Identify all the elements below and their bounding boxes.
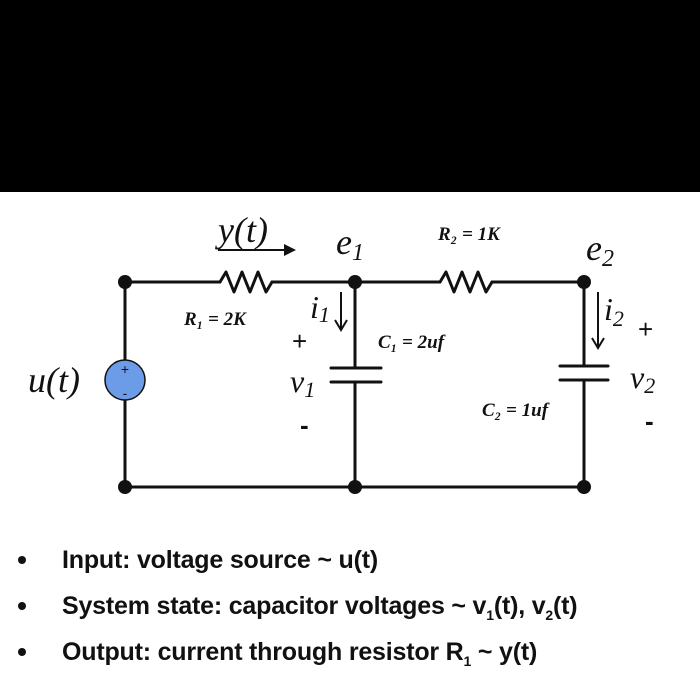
node-e2-label: e2 [586, 228, 614, 272]
v1-plus: + [292, 326, 307, 356]
source-minus: - [123, 385, 128, 401]
node-dot-bottom-mid [348, 480, 362, 494]
bullet-list: Input: voltage source ~ u(t) System stat… [0, 537, 700, 675]
top-black-bar [0, 0, 700, 192]
node-dot-bottom-right [577, 480, 591, 494]
voltage-source [104, 359, 146, 401]
bullet-output: Output: current through resistor R1 ~ y(… [0, 629, 700, 675]
voltage-v2-label: v2 [630, 359, 655, 398]
node-dot-e2 [577, 275, 591, 289]
resistor-r1 [218, 270, 274, 294]
bullet-input: Input: voltage source ~ u(t) [0, 537, 700, 583]
source-plus: + [121, 361, 129, 377]
v2-minus: - [645, 406, 654, 436]
current-i2-arrow [591, 292, 605, 350]
r2-label: R₂ = 1K [437, 224, 501, 245]
bullet-dot [18, 556, 26, 564]
c2-label: C₂ = 1uf [482, 400, 550, 421]
circuit-diagram: + - y(t) e1 e2 R₁ = 2K R₂ = 1K C₁ = 2uf … [28, 210, 655, 494]
node-dot-e1 [348, 275, 362, 289]
node-dot-bottom-left [118, 480, 132, 494]
current-i1-arrow [334, 292, 348, 332]
bullet-dot [18, 602, 26, 610]
node-e1-label: e1 [336, 222, 364, 266]
v2-plus: + [638, 314, 653, 344]
source-label: u(t) [28, 360, 80, 400]
current-i1-label: i1 [310, 289, 330, 327]
y-arrow-head [284, 244, 296, 256]
current-i2-label: i2 [604, 291, 624, 331]
c1-label: C₁ = 2uf [378, 332, 446, 353]
y-label: y(t) [215, 210, 268, 250]
r1-label: R₁ = 2K [183, 309, 247, 330]
node-dot-top-left [118, 275, 132, 289]
bullet-system-state: System state: capacitor voltages ~ v1(t)… [0, 583, 700, 629]
resistor-r2 [438, 270, 494, 294]
v1-minus: - [300, 410, 309, 440]
voltage-v1-label: v1 [290, 363, 315, 402]
bullet-dot [18, 648, 26, 656]
